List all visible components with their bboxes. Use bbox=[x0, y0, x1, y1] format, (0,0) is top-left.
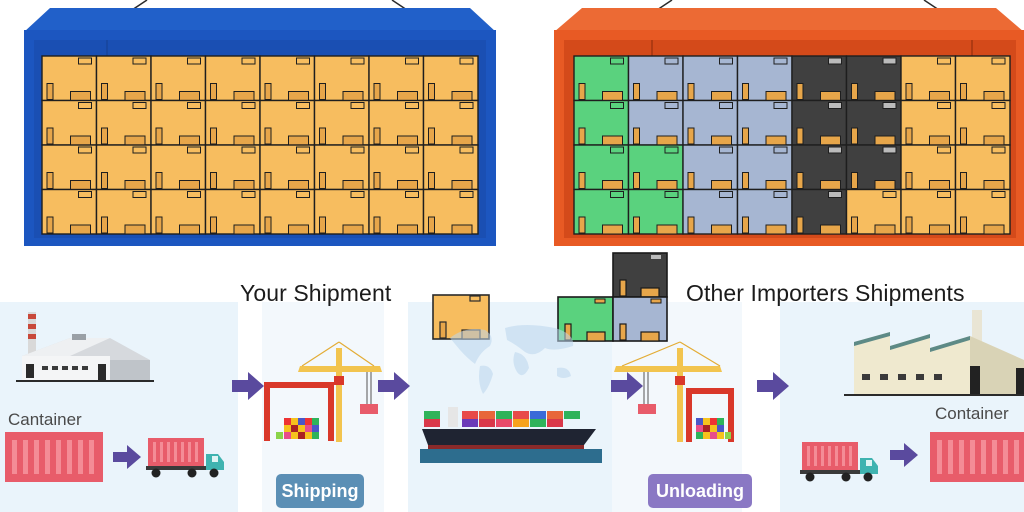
other-importers-heading: Other Importers Shipments bbox=[686, 280, 965, 306]
world-map-icon bbox=[445, 318, 585, 403]
truck-icon-destination bbox=[800, 440, 880, 489]
arrow-right-icon bbox=[378, 372, 410, 405]
arrow-right-icon bbox=[232, 372, 264, 405]
arrow-right-icon bbox=[890, 443, 918, 472]
step-badge-unloading: Unloading bbox=[648, 474, 752, 508]
container-label-destination: Container bbox=[935, 404, 1009, 423]
lcl-container-orange bbox=[554, 0, 1024, 250]
arrow-right-icon bbox=[757, 372, 789, 405]
arrow-right-icon bbox=[611, 372, 643, 405]
other-boxes-stack-icon bbox=[557, 252, 669, 347]
orange-container-illustration bbox=[554, 0, 1024, 246]
arrow-right-icon bbox=[113, 445, 141, 474]
shipping-container-icon-destination bbox=[930, 432, 1024, 487]
blue-container-illustration bbox=[24, 0, 496, 246]
crane-unloading-icon bbox=[612, 340, 742, 450]
warehouse-icon bbox=[840, 306, 1024, 403]
your-shipment-heading: Your Shipment bbox=[240, 280, 392, 306]
fcl-container-blue bbox=[22, 0, 500, 250]
step-badge-shipping: Shipping bbox=[276, 474, 364, 508]
container-label-origin: Cantainer bbox=[8, 410, 82, 429]
shipping-container-icon-origin bbox=[5, 432, 103, 487]
truck-icon-origin bbox=[146, 436, 226, 485]
crane-loading-icon bbox=[262, 340, 382, 450]
cargo-ship-icon bbox=[420, 405, 602, 468]
factory-icon bbox=[10, 308, 155, 393]
